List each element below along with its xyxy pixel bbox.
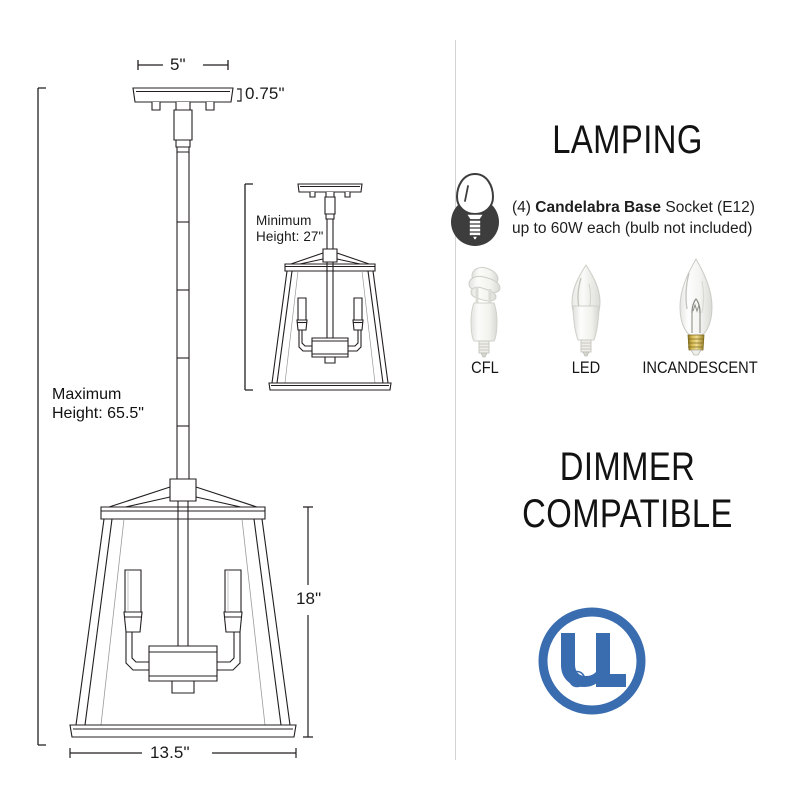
cfl-caption: CFL xyxy=(471,358,499,377)
canopy-width-label: 5" xyxy=(170,55,186,74)
cfl-bulb-icon xyxy=(468,266,501,358)
dimmer-heading-line-1: DIMMER xyxy=(559,445,696,489)
led-candle-bulb-icon xyxy=(571,264,601,357)
shade-height-label: 18" xyxy=(296,589,322,608)
maximum-height-line-2: Height: 65.5" xyxy=(52,405,144,422)
shade-height-dimension xyxy=(303,506,313,738)
main-lantern-fixture xyxy=(69,478,297,738)
minimum-height-line-1: Minimum xyxy=(256,213,312,228)
maximum-height-dimension-bracket xyxy=(37,87,46,746)
technical-drawing xyxy=(37,60,392,758)
minimum-height-dimension-bracket xyxy=(244,183,253,391)
socket-count: (4) xyxy=(512,199,531,216)
registered-symbol-glyph: R xyxy=(574,675,581,686)
maximum-height-label: Maximum Height: 65.5" xyxy=(52,385,144,423)
canopy-width-dimension xyxy=(137,60,229,70)
canopy-depth-label: 0.75" xyxy=(245,84,285,103)
shade-width-dimension xyxy=(69,748,297,758)
candelabra-bulb-icon xyxy=(451,172,499,246)
minimum-height-line-2: Height: 27" xyxy=(256,229,324,244)
canopy xyxy=(132,87,234,113)
incandescent-candle-bulb-icon xyxy=(679,257,713,356)
lamping-heading: LAMPING xyxy=(552,118,703,162)
minimum-height-label: Minimum Height: 27" xyxy=(256,213,323,245)
downrod xyxy=(173,109,193,486)
socket-spec-line-2: up to 60W each (bulb not included) xyxy=(512,220,753,237)
socket-type: Candelabra Base xyxy=(535,199,662,216)
shade-width-label: 13.5" xyxy=(150,743,190,762)
vertical-divider xyxy=(455,40,456,760)
dimmer-heading-line-2: COMPATIBLE xyxy=(522,492,733,536)
minimum-height-inset-drawing xyxy=(268,183,392,391)
maximum-height-line-1: Maximum xyxy=(52,386,122,403)
canopy-depth-bracket xyxy=(237,88,242,102)
incandescent-caption: INCANDESCENT xyxy=(642,358,758,377)
led-caption: LED xyxy=(571,358,601,377)
socket-spec-line-1: (4) Candelabra Base Socket (E12) xyxy=(512,197,755,218)
ul-listed-mark: R xyxy=(538,607,646,715)
socket-suffix: Socket (E12) xyxy=(665,199,755,216)
